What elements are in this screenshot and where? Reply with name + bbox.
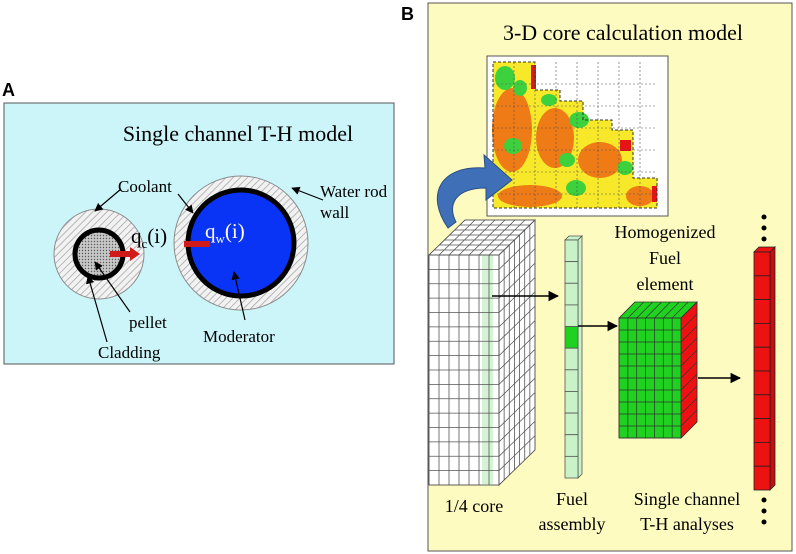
- pellet-label: pellet: [129, 313, 167, 332]
- single-channel-column: [753, 246, 776, 491]
- pellet-pointer: [94, 261, 131, 313]
- single-channel-label-line2: T-H analyses: [640, 514, 734, 534]
- qw-label: qw(i): [205, 219, 245, 246]
- panel-a-letter: A: [2, 80, 15, 100]
- fuel-assembly-column: [564, 235, 583, 479]
- fuel-rod: [53, 208, 145, 300]
- coolant-pointer-left: [94, 188, 122, 212]
- core-power-map: [486, 55, 669, 217]
- homogenized-label-line3: element: [637, 274, 694, 294]
- heat-flux-arrow-cladding: [110, 247, 140, 261]
- coolant-pointer-right: [177, 193, 194, 214]
- water-rod-wall-pointer: [291, 186, 324, 201]
- water-rod-label-line1: Water rod: [320, 182, 388, 201]
- homogenized-fuel-block: [618, 301, 698, 439]
- homogenized-label-line1: Homogenized: [615, 222, 716, 242]
- curved-arrow: [436, 153, 513, 229]
- coolant-label: Coolant: [118, 177, 172, 196]
- heat-flux-arrow-water-rod: [184, 241, 210, 247]
- cladding-label: Cladding: [98, 343, 161, 362]
- water-rod: [173, 175, 309, 311]
- single-channel-label-line1: Single channel: [634, 489, 740, 509]
- panel-a-title: Single channel T-H model: [123, 121, 353, 146]
- moderator-label: Moderator: [203, 327, 275, 346]
- quarter-core-label: 1/4 core: [445, 496, 503, 516]
- moderator-pointer: [231, 271, 246, 321]
- water-rod-label-line2: wall: [320, 203, 350, 222]
- fuel-assembly-label-line2: assembly: [539, 514, 606, 534]
- homogenized-label-line2: Fuel: [649, 248, 681, 268]
- panel-b-title: 3-D core calculation model: [503, 20, 743, 45]
- ellipsis-bottom: [761, 497, 767, 525]
- fuel-assembly-label-line1: Fuel: [556, 489, 588, 509]
- ellipsis-top: [761, 214, 767, 242]
- qc-label: qc(i): [131, 224, 167, 251]
- cladding-pointer: [86, 275, 108, 343]
- quarter-core-block: [428, 219, 536, 486]
- panel-b-letter: B: [401, 4, 414, 24]
